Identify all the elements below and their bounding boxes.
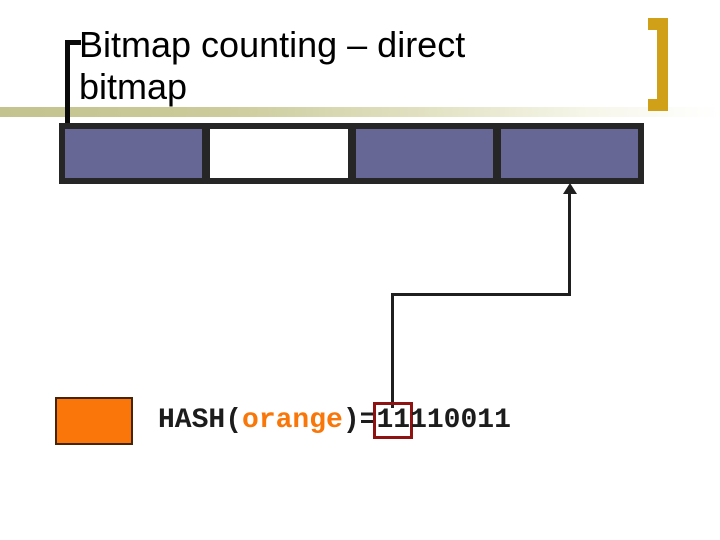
- connector-vertical-lower: [391, 294, 394, 408]
- bitmap-cell-filled: [65, 129, 203, 178]
- bitmap-cell-filled: [500, 129, 638, 178]
- slide-title-line1: Bitmap counting – direct: [79, 24, 466, 65]
- accent-band: [0, 107, 720, 117]
- hash-argument: orange: [242, 405, 343, 436]
- slide-title: Bitmap counting – direct bitmap: [79, 24, 559, 108]
- hash-equals: )=: [342, 405, 377, 436]
- title-bracket-line: [65, 40, 70, 124]
- title-bracket-tick: [65, 40, 81, 45]
- slide-title-line2: bitmap: [79, 66, 188, 107]
- arrow-up-icon: [563, 183, 577, 194]
- bitmap-cell-empty: [210, 129, 348, 178]
- hash-function-name: HASH(: [158, 405, 243, 436]
- hash-expression: HASH(orange)=11110011: [158, 402, 511, 439]
- corner-bracket-icon: [648, 18, 668, 111]
- connector-horizontal: [391, 293, 571, 296]
- hash-bits-boxed: 11: [373, 402, 414, 439]
- hash-bits-rest: 110011: [410, 405, 511, 436]
- bitmap-cell-filled: [355, 129, 493, 178]
- legend-swatch-orange: [55, 397, 133, 445]
- bitmap-bar: [59, 123, 644, 184]
- connector-vertical-upper: [568, 193, 571, 294]
